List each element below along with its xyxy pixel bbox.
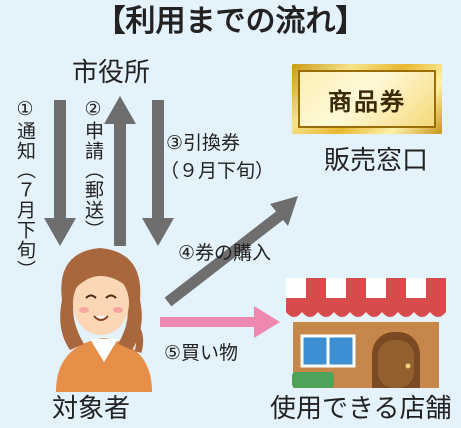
buy-step-label: ⑤買い物 (164, 342, 239, 364)
person-illustration (56, 248, 152, 392)
apply-method-label: （郵送） (82, 160, 104, 240)
gift-ticket: 商品券 (292, 64, 442, 134)
exchange-arrow (142, 100, 174, 246)
notice-arrow (44, 100, 76, 246)
shop-illustration (286, 278, 446, 388)
apply-step-label: ②申請 (82, 98, 104, 161)
purchase-arrow (164, 196, 298, 307)
city-hall-label: 市役所 (72, 58, 151, 88)
apply-arrow (104, 96, 136, 246)
page-title: 【利用までの流れ】 (95, 4, 366, 39)
notice-month-label: （７月下旬） (14, 160, 36, 280)
purchase-step-label: ④券の購入 (178, 242, 272, 264)
buy-arrow (160, 306, 280, 338)
gift-ticket-text: 商品券 (328, 86, 406, 116)
subject-label: 対象者 (52, 394, 131, 424)
shop-label: 使用できる店舗 (270, 394, 452, 424)
sales-counter-label: 販売窓口 (324, 146, 429, 176)
notice-step-label: ①通知 (14, 98, 36, 161)
exchange-step-label: ③引換券 (166, 132, 241, 154)
exchange-month-label: （９月下旬） (160, 160, 275, 182)
